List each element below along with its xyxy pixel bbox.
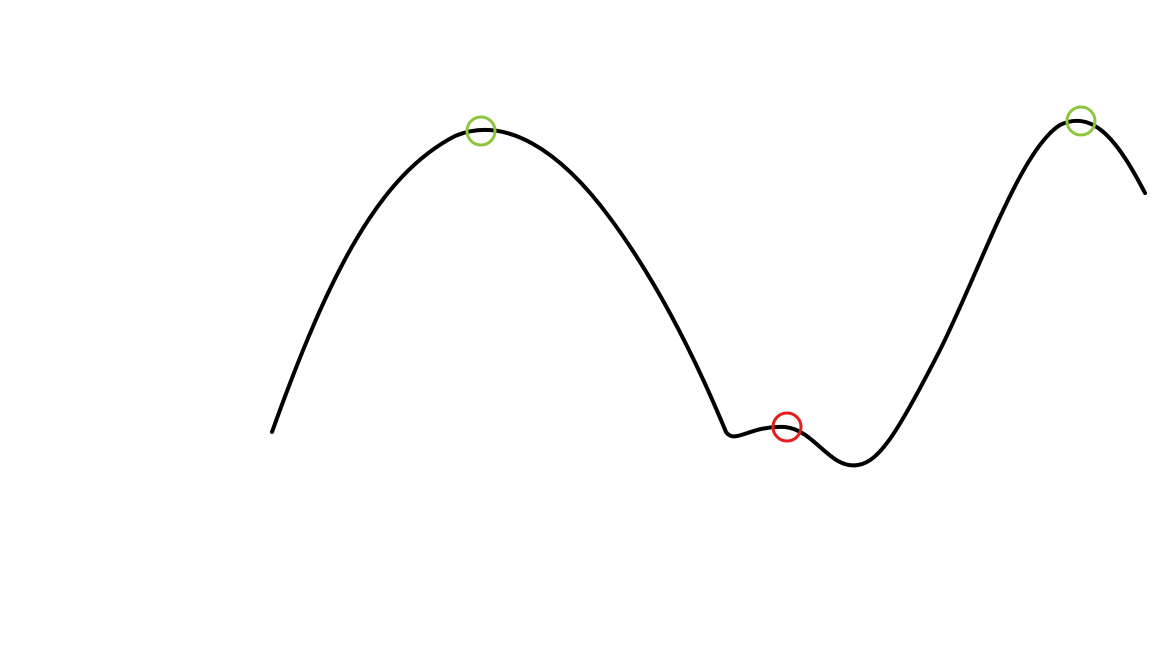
local-peak-marker	[771, 411, 803, 443]
peak-marker-right	[1065, 105, 1097, 137]
peak-marker-left	[465, 115, 497, 147]
function-curve	[270, 118, 1147, 468]
